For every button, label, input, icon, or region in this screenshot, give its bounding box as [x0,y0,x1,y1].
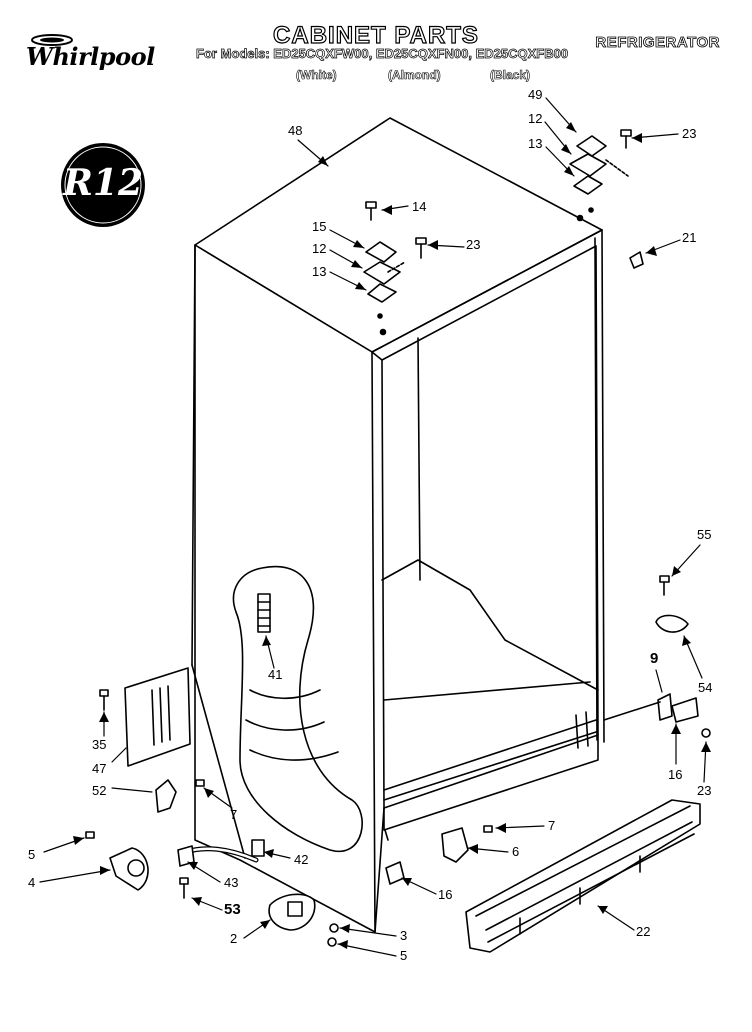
callout-14: 14 [412,199,427,214]
rear-access-panel [124,667,191,767]
callout-49: 49 [528,87,543,102]
brand-name: Whirlpool [26,42,155,71]
callout-2: 2 [230,931,238,946]
logo-swoosh-icon [31,34,73,46]
whirlpool-logo [22,30,152,74]
callout-7-left: 7 [230,807,238,822]
callout-16-right: 16 [668,767,683,782]
callout-15: 15 [312,219,327,234]
callout-55: 55 [697,527,712,542]
callout-16-bottom: 16 [438,887,453,902]
callout-42: 42 [294,852,309,867]
callout-4: 4 [28,875,36,890]
callout-12: 12 [528,111,543,126]
callout-35: 35 [92,737,107,752]
callout-23-center: 23 [466,237,481,252]
model-list: For Models: ED25CQXFW00, ED25CQXFN00, ED… [196,46,569,62]
leader-arrowheads [73,122,711,949]
toe-grille [465,799,701,953]
callout-6: 6 [512,844,520,859]
callout-13: 13 [528,136,543,151]
variant-black: (Black) [490,68,531,83]
callout-13-center: 13 [312,264,327,279]
variant-white: (White) [296,68,337,83]
callout-12-center: 12 [312,241,327,256]
refrigerant-badge-icon [61,143,145,227]
callout-9: 9 [650,650,659,667]
left-small-parts [85,689,265,899]
callout-22: 22 [636,924,651,939]
callout-52: 52 [92,783,107,798]
upper-hinge-right [569,129,644,269]
callout-47: 47 [92,761,107,776]
callout-53: 53 [224,901,241,918]
upper-hinge-center [363,201,427,336]
callout-5-bottom: 5 [400,948,408,963]
callout-54: 54 [698,680,713,695]
callout-48: 48 [288,123,303,138]
callout-5-left: 5 [28,847,36,862]
callout-23-right: 23 [697,783,712,798]
callout-7-center: 7 [548,818,556,833]
callout-3: 3 [400,928,408,943]
diagram-title: CABINET PARTS [272,21,479,49]
cabinet-shell [191,117,605,933]
variant-almond: (Almond) [388,68,441,83]
callout-23: 23 [682,126,697,141]
r12-badge-text: R12 [62,162,143,204]
callout-21: 21 [682,230,697,245]
callout-43: 43 [224,875,239,890]
lower-hinge-bracket [603,575,711,738]
bottom-parts [268,825,493,947]
appliance-category: REFRIGERATOR [595,34,720,52]
callout-41: 41 [268,667,283,682]
r12-badge: R12 [58,140,148,230]
